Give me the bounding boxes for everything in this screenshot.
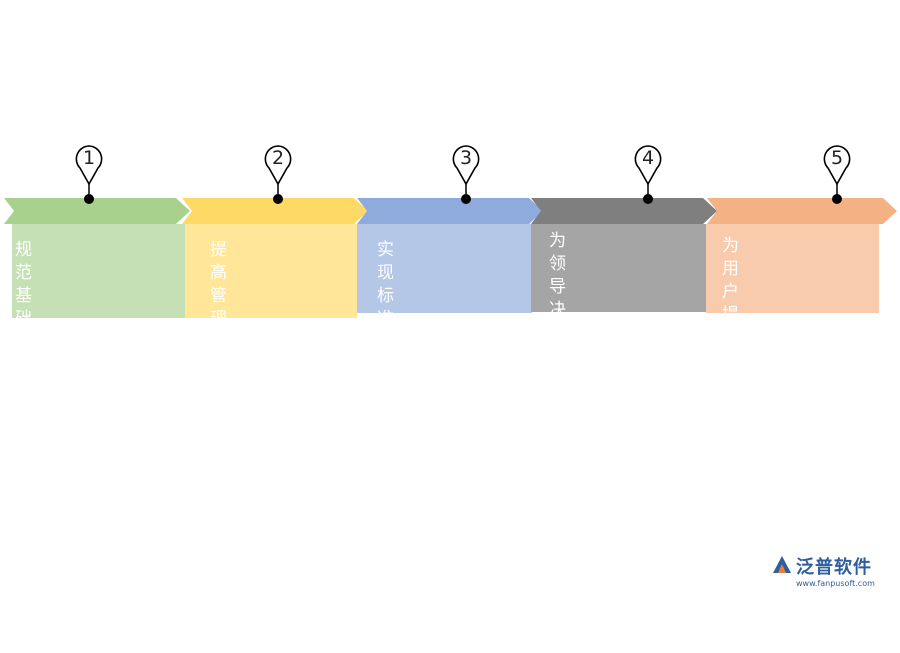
- step-1-text: 规范基础数据 管理: [15, 239, 33, 423]
- step-5-text-line: 决方案: [722, 512, 740, 578]
- step-1-number: 1: [82, 147, 96, 169]
- step-4-number: 4: [641, 147, 655, 169]
- step-1-pin-marker: [75, 145, 103, 204]
- step-4-arrow: [531, 198, 717, 224]
- step-5-text: 为用户提供全 面合同管理解 决方案: [722, 235, 740, 580]
- logo-url: www.fanpusoft.com: [796, 579, 875, 588]
- step-3-pin-marker: [452, 145, 480, 204]
- step-3-number: 3: [459, 147, 473, 169]
- step-1-arrow: [4, 198, 190, 224]
- step-5-pin-marker: [823, 145, 851, 204]
- step-2-number: 2: [271, 147, 285, 169]
- step-5-text-line: 面合同管理解: [722, 374, 740, 509]
- step-4-text-line: 泛的信息: [549, 507, 567, 596]
- step-5-text-line: 为用户提供全: [722, 236, 740, 371]
- step-4-text: 为领导决策提 供准确及时广 泛的信息: [549, 230, 567, 598]
- step-3-arrow: [357, 198, 543, 224]
- step-3-text: 实现标准化管 理和个性化管 理的有机结合: [377, 239, 395, 653]
- step-3-box: [357, 224, 532, 313]
- step-2-text-line: 提高管理效率: [210, 240, 228, 375]
- step-1-text-line: 规范基础数据: [15, 240, 33, 375]
- step-3-text-line: 实现标准化管: [377, 240, 395, 375]
- step-4-pin-marker: [634, 145, 662, 204]
- step-2-pin-marker: [264, 145, 292, 204]
- step-1-box: [12, 224, 185, 318]
- step-3-text-line: 理和个性化管: [377, 378, 395, 513]
- company-logo: 泛普软件 www.fanpusoft.com: [770, 553, 892, 597]
- step-5-box: [706, 224, 879, 313]
- step-5-number: 5: [830, 147, 844, 169]
- step-4-box: [531, 224, 706, 312]
- step-3-text-line: 理的有机结合: [377, 516, 395, 651]
- logo-name: 泛普软件: [796, 557, 872, 578]
- step-5-arrow: [707, 198, 897, 224]
- step-4-text-line: 供准确及时广: [549, 369, 567, 504]
- step-2-text: 提高管理效率: [210, 239, 228, 377]
- step-2-box: [185, 224, 357, 318]
- step-4-text-line: 为领导决策提: [549, 231, 567, 366]
- step-1-text-line: 管理: [15, 378, 33, 421]
- step-2-arrow: [182, 198, 368, 224]
- logo-mark-icon: [773, 556, 791, 573]
